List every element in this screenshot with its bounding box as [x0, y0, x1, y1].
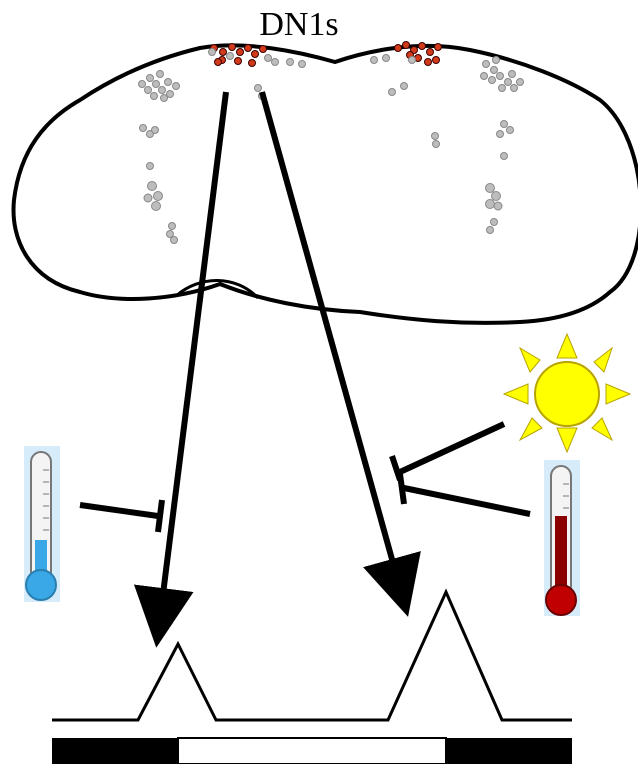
dark-phase-right: [446, 738, 572, 764]
activity-trace: [52, 592, 572, 720]
arrow-to-morning-peak: [160, 92, 226, 618]
light-dark-bar: [52, 738, 572, 764]
cold-inhibition-line: [80, 505, 158, 516]
thermometer-hot-icon: [544, 460, 580, 616]
thermometer-cold-icon: [24, 446, 60, 602]
heat-inhibition-bar: [400, 474, 404, 504]
cold-inhibition-bar: [158, 500, 162, 532]
arrow-to-evening-peak: [262, 92, 400, 588]
dark-phase-left: [52, 738, 178, 764]
sun-inhibition-line: [400, 424, 504, 472]
other-neurons: [139, 49, 524, 244]
brain-outline: [14, 45, 638, 322]
heat-inhibition-line: [404, 488, 530, 514]
dn1s-label: DN1s: [244, 6, 354, 44]
sun-icon: [504, 334, 630, 452]
light-phase: [178, 738, 446, 764]
